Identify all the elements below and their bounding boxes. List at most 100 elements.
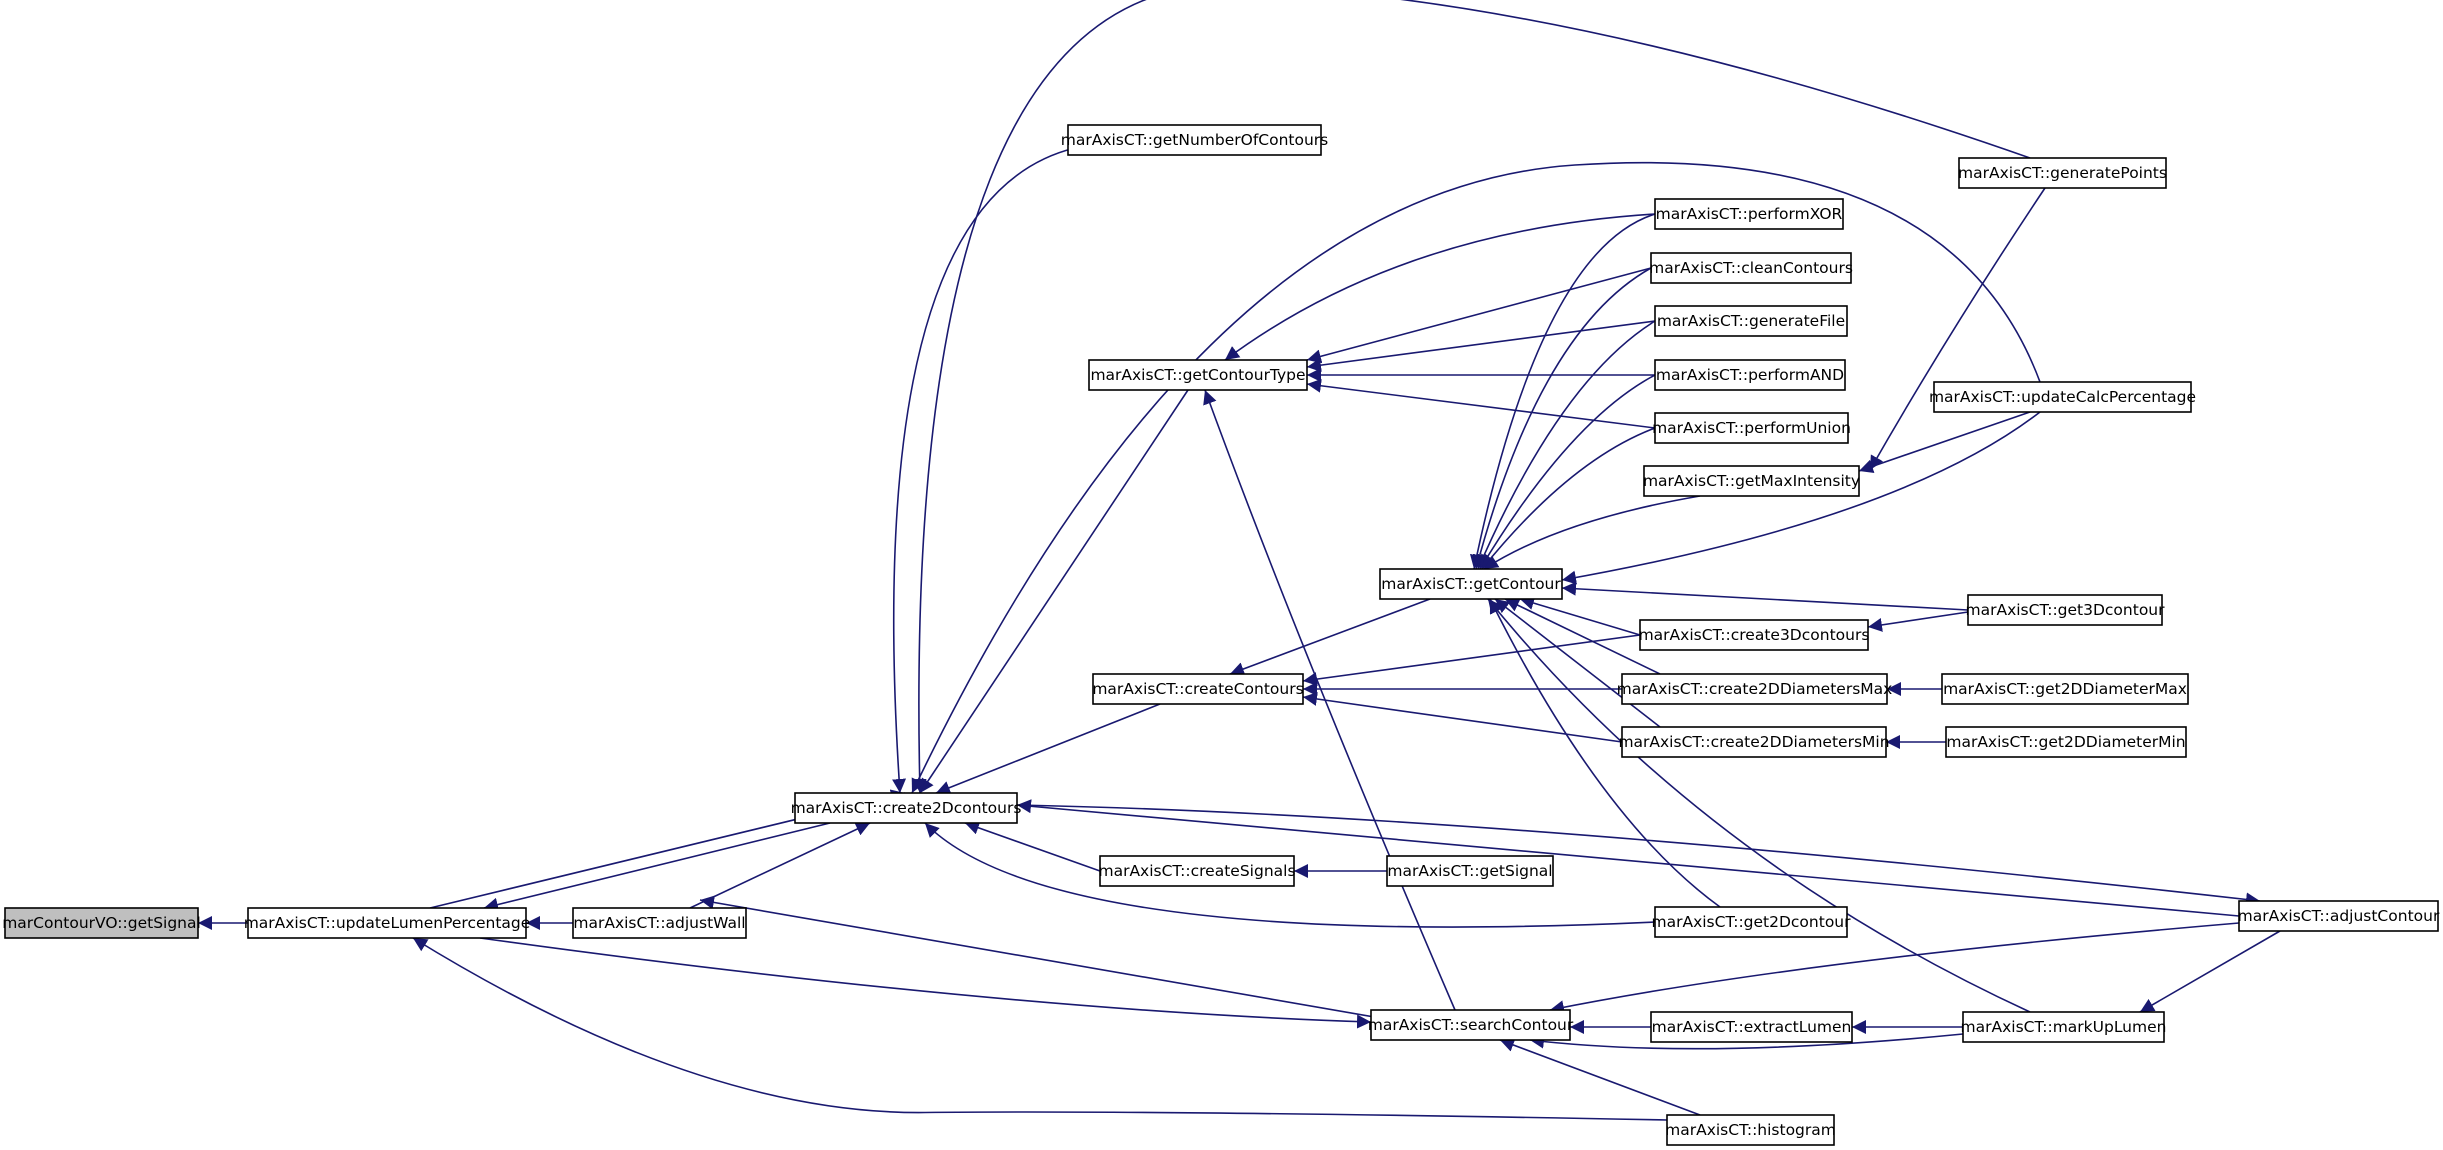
call-edge-line: [892, 147, 1076, 794]
function-node-n5[interactable]: marAxisCT::getContourType: [1088, 359, 1308, 391]
function-node-n24[interactable]: marAxisCT::updateCalcPercentage: [1929, 381, 2196, 413]
function-node-label: marAxisCT::create2DDiametersMax: [1617, 680, 1893, 698]
function-node-box: [1067, 124, 1322, 156]
function-node-box: [1654, 305, 1848, 337]
function-node-label: marAxisCT::get2DDiameterMax: [1943, 680, 2187, 698]
function-node-label: marAxisCT::createSignals: [1098, 862, 1295, 880]
function-node-box: [1958, 157, 2167, 189]
function-node-n0[interactable]: marContourVO::getSignal: [2, 907, 201, 939]
function-node-label: marAxisCT::adjustContour: [2238, 907, 2440, 925]
function-node-n23[interactable]: marAxisCT::generatePoints: [1958, 157, 2167, 189]
call-edge-24: [1302, 692, 1623, 743]
function-node-box: [1370, 1009, 1571, 1041]
function-node-n25[interactable]: marAxisCT::get3Dcontour: [1966, 594, 2166, 626]
call-edge-5: [689, 822, 871, 909]
function-node-n15[interactable]: marAxisCT::performUnion: [1652, 412, 1851, 444]
call-edge-14: [699, 895, 1381, 1019]
function-node-box: [1092, 673, 1304, 705]
function-node-n3[interactable]: marAxisCT::create2Dcontours: [791, 792, 1022, 824]
function-node-n22[interactable]: marAxisCT::histogram: [1665, 1114, 1836, 1146]
function-node-box: [2238, 900, 2439, 932]
call-edge-37: [1489, 598, 1721, 908]
function-node-n4[interactable]: marAxisCT::getNumberOfContours: [1061, 124, 1329, 156]
call-edge-line: [912, 0, 2031, 794]
function-node-n8[interactable]: marAxisCT::getSignal: [1386, 855, 1554, 887]
function-node-box: [1088, 359, 1308, 391]
function-node-label: marAxisCT::create2Dcontours: [791, 799, 1022, 817]
call-edge-line: [412, 937, 1668, 1121]
call-edge-8: [935, 703, 1161, 795]
call-edge-29: [1479, 374, 1656, 570]
function-node-n9[interactable]: marAxisCT::getContour: [1379, 568, 1563, 600]
call-edge-9: [964, 821, 1101, 872]
function-node-box: [1666, 1114, 1835, 1146]
function-node-n10[interactable]: marAxisCT::searchContour: [1368, 1009, 1574, 1041]
call-edge-21: [1229, 598, 1431, 676]
call-edge-line: [1561, 411, 2041, 585]
call-edge-line: [1306, 267, 1652, 364]
call-edge-line: [1549, 922, 2240, 1015]
call-edge-line: [1519, 596, 1641, 636]
function-node-n27[interactable]: marAxisCT::get2DDiameterMin: [1945, 726, 2187, 758]
function-node-label: marAxisCT::performUnion: [1652, 419, 1851, 437]
call-edge-32: [1561, 411, 2041, 585]
function-node-n13[interactable]: marAxisCT::generateFile: [1654, 305, 1848, 337]
function-node-label: marAxisCT::getNumberOfContours: [1061, 131, 1329, 149]
function-node-box: [1933, 381, 2192, 413]
function-node-n21[interactable]: marAxisCT::extractLumen: [1650, 1011, 1853, 1043]
function-node-n2[interactable]: marAxisCT::adjustWall: [572, 907, 747, 939]
function-node-label: marAxisCT::extractLumen: [1652, 1018, 1852, 1036]
call-edge-line: [1229, 598, 1431, 676]
call-edge-36: [1494, 598, 1661, 728]
function-node-box: [1621, 673, 1888, 705]
function-node-label: marAxisCT::getSignal: [1387, 862, 1552, 880]
function-node-label: marAxisCT::getContourType: [1090, 366, 1305, 384]
call-edge-19: [1306, 378, 1656, 429]
call-edge-26: [1469, 213, 1656, 570]
function-node-n20[interactable]: marAxisCT::get2Dcontour: [1652, 906, 1852, 938]
call-edge-line: [1479, 374, 1656, 570]
function-node-n26[interactable]: marAxisCT::get2DDiameterMax: [1941, 673, 2189, 705]
function-node-label: marAxisCT::cleanContours: [1649, 259, 1853, 277]
function-node-n16[interactable]: marAxisCT::getMaxIntensity: [1643, 465, 1860, 497]
function-node-box: [1967, 594, 2163, 626]
function-node-label: marAxisCT::updateLumenPercentage: [244, 914, 531, 932]
call-edge-line: [1487, 598, 2031, 1013]
call-edge-3: [412, 937, 1668, 1121]
function-node-box: [1379, 568, 1563, 600]
function-node-n19[interactable]: marAxisCT::create2DDiametersMin: [1618, 726, 1890, 758]
function-node-label: marAxisCT::markUpLumen: [1961, 1018, 2167, 1036]
function-node-box: [1621, 726, 1887, 758]
call-edge-line: [935, 703, 1161, 795]
call-edge-10: [924, 822, 1656, 928]
function-node-n12[interactable]: marAxisCT::cleanContours: [1649, 252, 1853, 284]
function-node-box: [1386, 855, 1554, 887]
function-node-n14[interactable]: marAxisCT::performAND: [1654, 359, 1846, 391]
call-edge-16: [1306, 267, 1652, 364]
call-edge-line: [479, 937, 1372, 1029]
call-edge-line: [1469, 213, 1656, 570]
function-node-label: marAxisCT::adjustWall: [573, 914, 745, 932]
function-node-n17[interactable]: marAxisCT::create3Dcontours: [1639, 619, 1870, 651]
call-edge-17: [1306, 320, 1656, 373]
call-edge-line: [1306, 378, 1656, 429]
function-node-label: marAxisCT::searchContour: [1368, 1016, 1574, 1034]
function-node-n28[interactable]: marAxisCT::adjustContour: [2238, 900, 2440, 932]
function-node-n1[interactable]: marAxisCT::updateLumenPercentage: [244, 907, 531, 939]
function-node-n11[interactable]: marAxisCT::performXOR: [1654, 198, 1844, 230]
call-edge-31: [1483, 495, 1701, 570]
call-edge-11: [1016, 799, 2240, 917]
function-node-n7[interactable]: marAxisCT::createSignals: [1098, 855, 1296, 887]
call-edge-45: [1869, 187, 2046, 471]
call-edge-line: [1483, 495, 1701, 570]
function-node-n29[interactable]: marAxisCT::markUpLumen: [1961, 1011, 2167, 1043]
function-node-n18[interactable]: marAxisCT::create2DDiametersMax: [1617, 673, 1893, 705]
call-edge-line: [911, 161, 2041, 794]
call-edge-line: [1477, 320, 1656, 570]
function-node-label: marAxisCT::generateFile: [1657, 312, 1845, 330]
call-edge-6: [892, 147, 1076, 794]
call-edge-33: [1561, 581, 1969, 611]
call-edge-51: [1016, 804, 2261, 907]
function-node-n6[interactable]: marAxisCT::createContours: [1092, 673, 1304, 705]
